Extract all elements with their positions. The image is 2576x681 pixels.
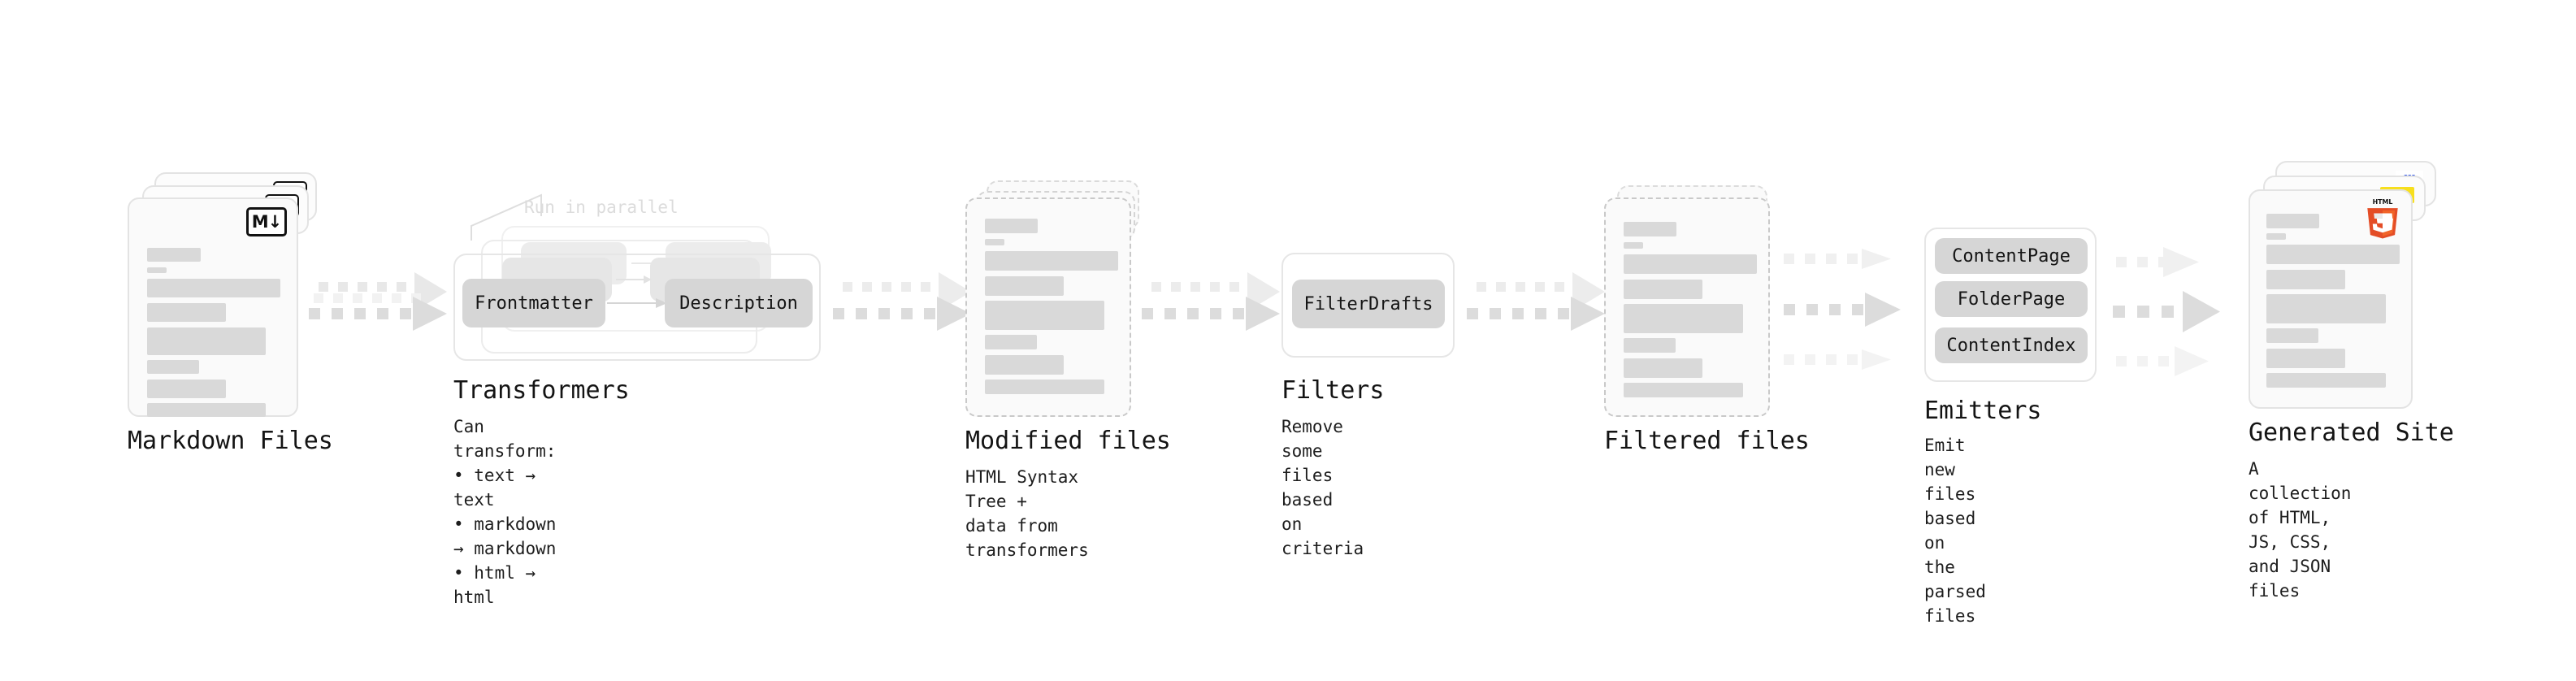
skeleton-line <box>985 301 1104 330</box>
skeleton-line <box>147 279 280 297</box>
markdown-icon: M↓ <box>246 207 287 236</box>
skeleton-line <box>985 276 1064 296</box>
emitter-pill-folderpage[interactable]: FolderPage <box>1935 281 2088 317</box>
skeleton-line <box>2266 328 2318 343</box>
skeleton-line <box>2266 233 2286 240</box>
skeleton-line <box>147 327 266 355</box>
skeleton-line <box>147 267 167 273</box>
site-card-front: HTML <box>2249 189 2413 409</box>
emitter-pill-contentindex[interactable]: ContentIndex <box>1935 327 2088 363</box>
skeleton-line <box>147 248 201 262</box>
run-in-parallel-bracket <box>471 193 542 241</box>
skeleton-line <box>2266 373 2386 388</box>
transformer-group-front <box>453 254 821 361</box>
stage-title-modified-files: Modified files <box>965 427 1171 455</box>
skeleton-line <box>147 403 266 417</box>
filtered-card-front <box>1604 197 1770 417</box>
skeleton-line <box>1624 358 1702 378</box>
svg-text:HTML: HTML <box>2373 198 2393 206</box>
skeleton-line <box>2266 270 2345 289</box>
skeleton-line <box>147 360 199 374</box>
skeleton-line <box>2266 294 2386 323</box>
skeleton-line <box>1624 304 1743 333</box>
skeleton-line <box>147 303 226 322</box>
stage-title-emitters: Emitters <box>1924 397 2042 425</box>
stage-desc-filters: Remove some files based on criteria <box>1281 417 1364 558</box>
skeleton-line <box>147 380 226 398</box>
transformer-pill-description[interactable]: Description <box>665 279 813 327</box>
stage-title-filtered-files: Filtered files <box>1604 427 1810 455</box>
skeleton-line <box>2266 214 2319 228</box>
skeleton-line <box>1624 280 1702 299</box>
skeleton-line <box>1624 242 1643 249</box>
stage-title-filters: Filters <box>1281 376 1385 405</box>
stage-desc-emitters: Emit new files based on the parsed files <box>1924 436 1986 626</box>
run-in-parallel-label: Run in parallel <box>524 197 679 217</box>
flow-arrow-fanout <box>2113 247 2220 376</box>
skeleton-line <box>985 335 1037 349</box>
skeleton-line <box>985 251 1118 271</box>
stage-desc-transformers: Can transform: • text → text • markdown … <box>453 417 557 607</box>
filter-pill-filterdrafts[interactable]: FilterDrafts <box>1292 280 1445 328</box>
skeleton-line <box>985 380 1104 394</box>
transformer-pill-frontmatter[interactable]: Frontmatter <box>462 279 605 327</box>
stage-desc-generated-site: A collection of HTML, JS, CSS, and JSON … <box>2249 459 2352 601</box>
emitters-group <box>1924 228 2097 382</box>
skeleton-line <box>2266 245 2400 264</box>
stage-desc-modified-files: HTML Syntax Tree + data from transformer… <box>965 467 1089 560</box>
skeleton-line <box>985 219 1038 233</box>
skeleton-line <box>985 355 1064 375</box>
stage-title-transformers: Transformers <box>453 376 630 405</box>
skeleton-line <box>1624 222 1676 236</box>
flow-arrow <box>309 272 447 331</box>
stage-title-markdown-files: Markdown Files <box>128 427 333 455</box>
filters-group <box>1281 253 1455 358</box>
transformer-inner-arrow <box>607 298 667 308</box>
skeleton-line <box>1624 338 1676 353</box>
markdown-card-front: M↓ <box>128 197 298 417</box>
stage-title-generated-site: Generated Site <box>2249 419 2454 447</box>
flow-arrow <box>1467 272 1605 331</box>
modified-card-front <box>965 197 1131 417</box>
flow-arrow <box>833 272 971 331</box>
skeleton-line <box>1624 383 1743 397</box>
skeleton-line <box>2266 349 2345 368</box>
flow-arrow <box>1142 272 1280 331</box>
skeleton-line <box>1624 254 1757 274</box>
html5-icon: HTML <box>2367 198 2398 239</box>
emitter-pill-contentpage[interactable]: ContentPage <box>1935 238 2088 274</box>
skeleton-line <box>985 239 1004 245</box>
flow-arrow-fanin <box>1784 249 1901 370</box>
